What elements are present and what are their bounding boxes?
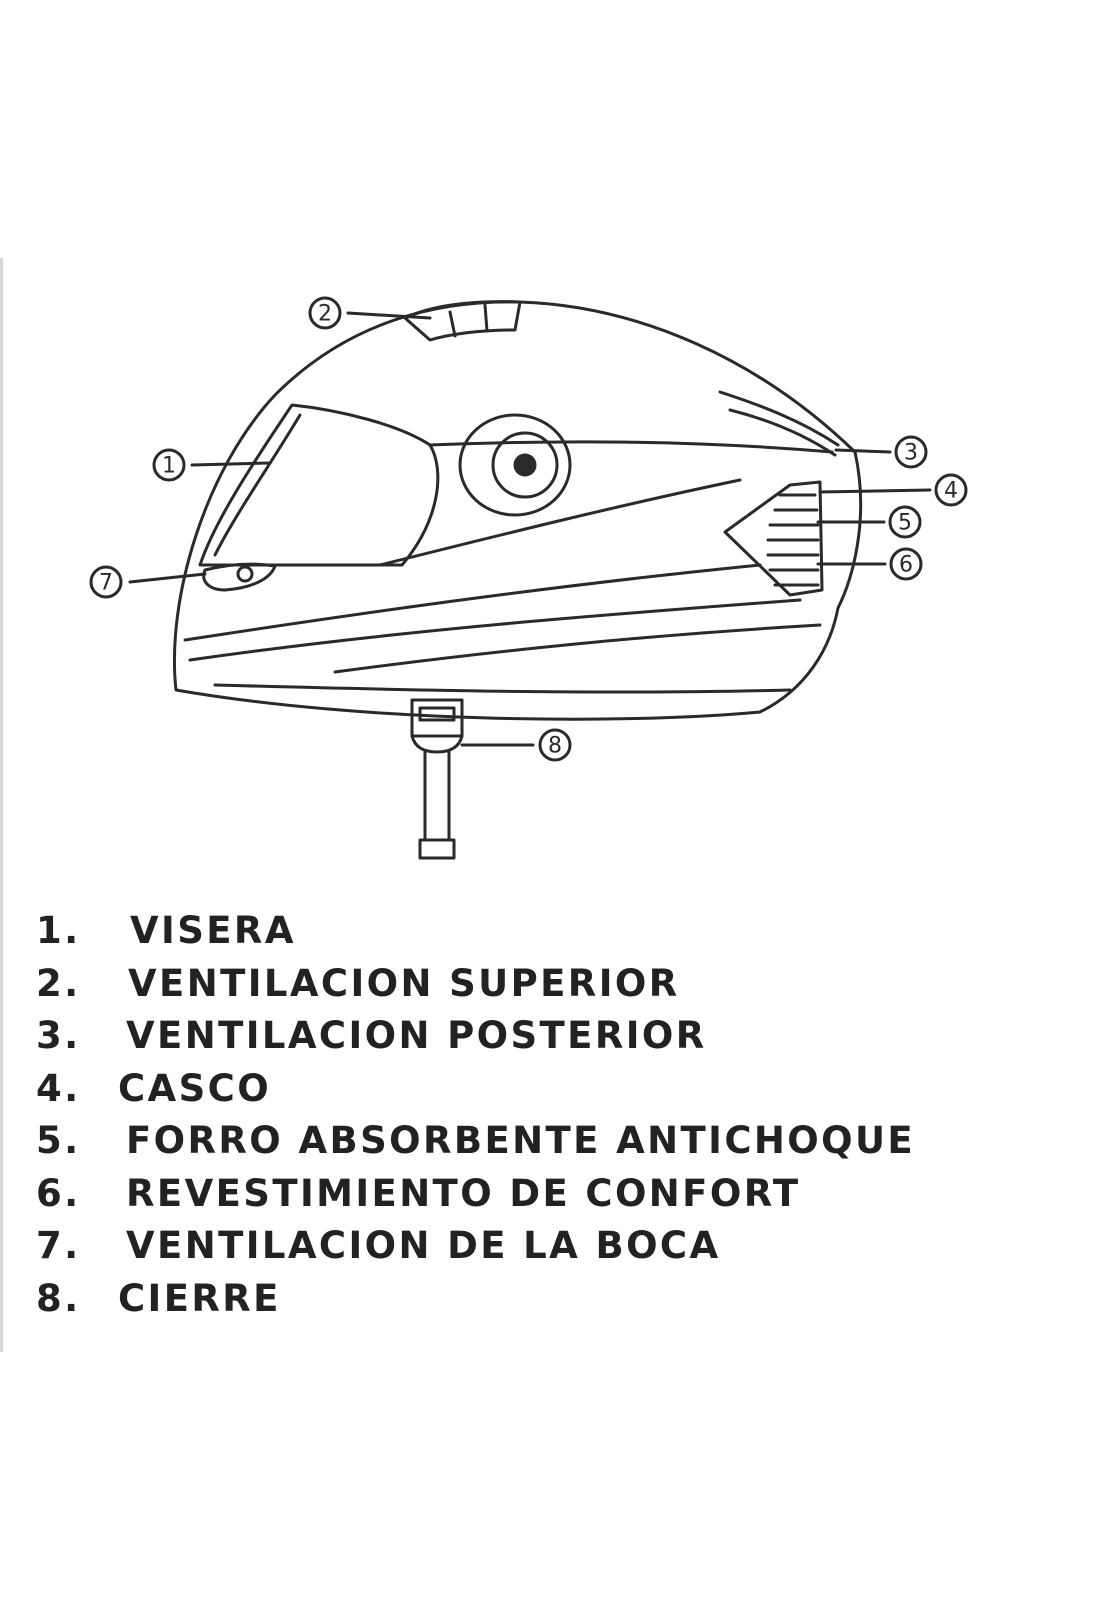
callout-7: 7 (99, 571, 113, 596)
legend-number: 7. (36, 1224, 81, 1267)
legend-label: REVESTIMIENTO DE CONFORT (126, 1171, 801, 1215)
legend-label: VISERA (130, 909, 296, 952)
legend-item: 6. REVESTIMIENTO DE CONFORT (36, 1168, 915, 1221)
top-vent (403, 300, 522, 342)
legend-item: 8. CIERRE (36, 1273, 915, 1326)
helmet-diagram: 1 2 3 4 5 6 7 8 (89, 296, 968, 860)
callout-1: 1 (162, 454, 176, 479)
legend-label: FORRO ABSORBENTE ANTICHOQUE (126, 1119, 916, 1162)
left-border-line (0, 258, 3, 1352)
legend-item: 7. VENTILACION DE LA BOCA (36, 1220, 915, 1273)
legend-label: VENTILACION POSTERIOR (126, 1014, 707, 1057)
chin-buckle (410, 698, 464, 738)
legend-number: 1. (36, 909, 81, 952)
legend-item: 2. VENTILACION SUPERIOR (36, 958, 915, 1011)
callout-4: 4 (944, 479, 958, 504)
callout-3: 3 (904, 441, 918, 466)
legend-number: 5. (36, 1119, 81, 1162)
mouth-vent (202, 562, 277, 592)
visor (198, 403, 440, 567)
legend-item: 5. FORRO ABSORBENTE ANTICHOQUE (36, 1115, 915, 1168)
legend-number: 2. (36, 961, 81, 1005)
legend-number: 3. (36, 1014, 81, 1057)
helmet-shell (172, 300, 863, 721)
callout-5: 5 (898, 511, 912, 536)
legend-item: 4. CASCO (36, 1063, 915, 1116)
legend-item: 1. VISERA (36, 905, 915, 958)
legend-label: CASCO (118, 1066, 272, 1110)
callout-2: 2 (318, 302, 332, 327)
legend-label: VENTILACION SUPERIOR (128, 961, 680, 1005)
legend-label: CIERRE (118, 1276, 281, 1320)
parts-legend: 1. VISERA 2. VENTILACION SUPERIOR 3. VENTIL… (36, 905, 915, 1325)
visor-pivot (458, 413, 572, 517)
callout-8: 8 (548, 734, 562, 759)
legend-number: 4. (36, 1066, 81, 1110)
legend-item: 3. VENTILACION POSTERIOR (36, 1010, 915, 1063)
legend-number: 6. (36, 1171, 81, 1215)
legend-label: VENTILACION DE LA BOCA (126, 1224, 721, 1267)
callout-6: 6 (899, 553, 913, 578)
legend-number: 8. (36, 1276, 81, 1320)
